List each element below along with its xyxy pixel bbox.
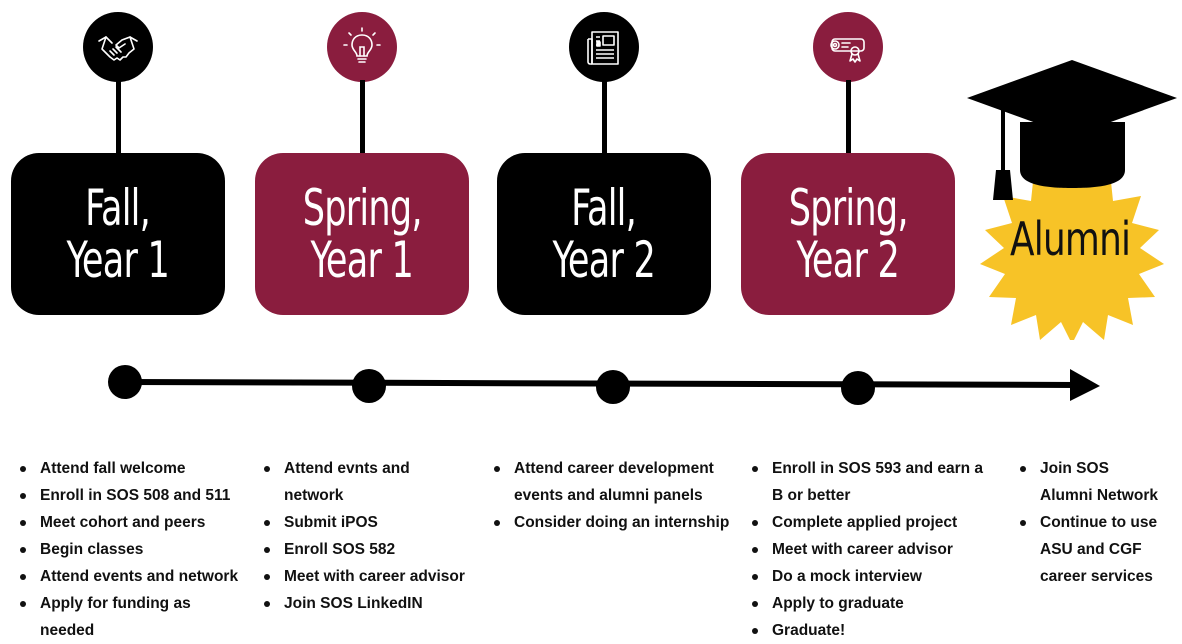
handshake-icon [83, 12, 153, 82]
stage-label-line2: Year 1 [66, 231, 170, 289]
diploma-icon [813, 12, 883, 82]
stage-label-line2: Year 2 [552, 231, 656, 289]
list-item: Submit iPOS [258, 509, 473, 536]
list-item: Enroll SOS 582 [258, 536, 473, 563]
list-item: Do a mock interview [746, 563, 991, 590]
arrow-head [1070, 369, 1100, 401]
bullet-list-fall-year-2: Attend career development events and alu… [488, 455, 738, 536]
stage-label-line1: Fall, [85, 179, 152, 237]
list-item: Graduate! [746, 617, 991, 644]
list-item: Attend career development events and alu… [488, 455, 719, 509]
timeline-dot [596, 370, 630, 404]
connector-stem [360, 80, 365, 156]
stage-box-spring-year-2: Spring, Year 2 [741, 153, 955, 315]
bullet-list-spring-year-2: Enroll in SOS 593 and earn a B or better… [746, 455, 991, 644]
list-item: Attend evnts and network [258, 455, 424, 509]
stage-label-line1: Spring, [788, 179, 909, 237]
bullet-list-spring-year-1: Attend evnts and network Submit iPOS Enr… [258, 455, 473, 617]
timeline-arrow [124, 369, 1100, 401]
connector-stem [116, 80, 121, 156]
connector-stem [846, 80, 851, 156]
list-item: Enroll in SOS 508 and 511 [14, 482, 246, 509]
list-item: Continue to use ASU and CGF career servi… [1014, 509, 1180, 590]
list-item: Consider doing an internship [488, 509, 738, 536]
list-item: Attend fall welcome [14, 455, 246, 482]
list-item: Apply for funding as needed [14, 590, 210, 644]
list-item: Join SOS Alumni Network [1014, 455, 1165, 509]
stage-box-fall-year-2: Fall, Year 2 [497, 153, 711, 315]
list-item: Apply to graduate [746, 590, 991, 617]
bullet-list-fall-year-1: Attend fall welcome Enroll in SOS 508 an… [14, 455, 246, 644]
list-item: Begin classes [14, 536, 246, 563]
stage-label-line2: Year 2 [796, 231, 900, 289]
newspaper-icon [569, 12, 639, 82]
list-item: Meet with career advisor [746, 536, 991, 563]
list-item: Join SOS LinkedIN [258, 590, 473, 617]
timeline-dot [108, 365, 142, 399]
alumni-starburst [967, 60, 1177, 340]
connector-stem [602, 80, 607, 156]
list-item: Complete applied project [746, 509, 991, 536]
lightbulb-icon [327, 12, 397, 82]
graduation-cap-icon [967, 60, 1177, 200]
stage-box-spring-year-1: Spring, Year 1 [255, 153, 469, 315]
alumni-label: Alumni [1010, 212, 1131, 266]
list-item: Attend events and network [14, 563, 246, 590]
stage-label-line2: Year 1 [310, 231, 414, 289]
timeline-dot [841, 371, 875, 405]
stage-label-line1: Spring, [302, 179, 423, 237]
stage-label-line1: Fall, [571, 179, 638, 237]
list-item: Enroll in SOS 593 and earn a B or better [746, 455, 987, 509]
bullet-list-alumni: Join SOS Alumni Network Continue to use … [1014, 455, 1174, 590]
list-item: Meet cohort and peers [14, 509, 246, 536]
list-item: Meet with career advisor [258, 563, 473, 590]
stage-box-fall-year-1: Fall, Year 1 [11, 153, 225, 315]
starburst-shape [980, 162, 1164, 340]
timeline-dot [352, 369, 386, 403]
